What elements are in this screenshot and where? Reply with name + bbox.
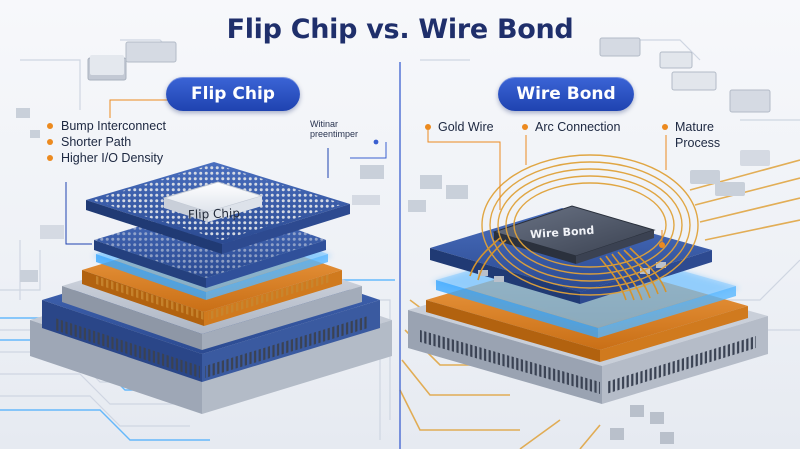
flip-chip-pill: Flip Chip — [166, 77, 300, 111]
wire-bond-pill: Wire Bond — [498, 77, 634, 111]
flip-chip-die-label: Flip Chip — [187, 206, 241, 222]
bullet-dot-icon — [47, 155, 53, 161]
bullet-dot-icon — [662, 124, 668, 130]
bullet-text: Bump Interconnect — [61, 119, 166, 133]
bullet-item: Bump Interconnect — [47, 118, 166, 134]
page-title: Flip Chip vs. Wire Bond — [226, 14, 574, 45]
mature-process-label: Mature Process — [662, 119, 755, 151]
bullet-dot-icon — [522, 124, 528, 130]
flip-chip-stack — [30, 99, 392, 414]
gold-wire-label: Gold Wire — [425, 119, 494, 135]
bullet-dot-icon — [47, 123, 53, 129]
bullet-item: Shorter Path — [47, 134, 166, 150]
label-text: Arc Connection — [535, 120, 621, 134]
bullet-dot-icon — [425, 124, 431, 130]
bullet-text: Shorter Path — [61, 135, 132, 149]
flip-chip-annotation: Witinar preentimper — [310, 119, 359, 139]
label-text: Gold Wire — [438, 120, 494, 134]
bullet-item: Higher I/O Density — [47, 150, 166, 166]
flip-chip-bullet-list: Bump Interconnect Shorter Path Higher I/… — [47, 118, 166, 166]
bullet-text: Higher I/O Density — [61, 151, 164, 165]
wire-bond-stack — [408, 130, 768, 404]
arc-connection-label: Arc Connection — [522, 119, 620, 135]
background-components — [16, 37, 771, 444]
bullet-dot-icon — [47, 139, 53, 145]
label-text: Mature Process — [675, 120, 721, 150]
